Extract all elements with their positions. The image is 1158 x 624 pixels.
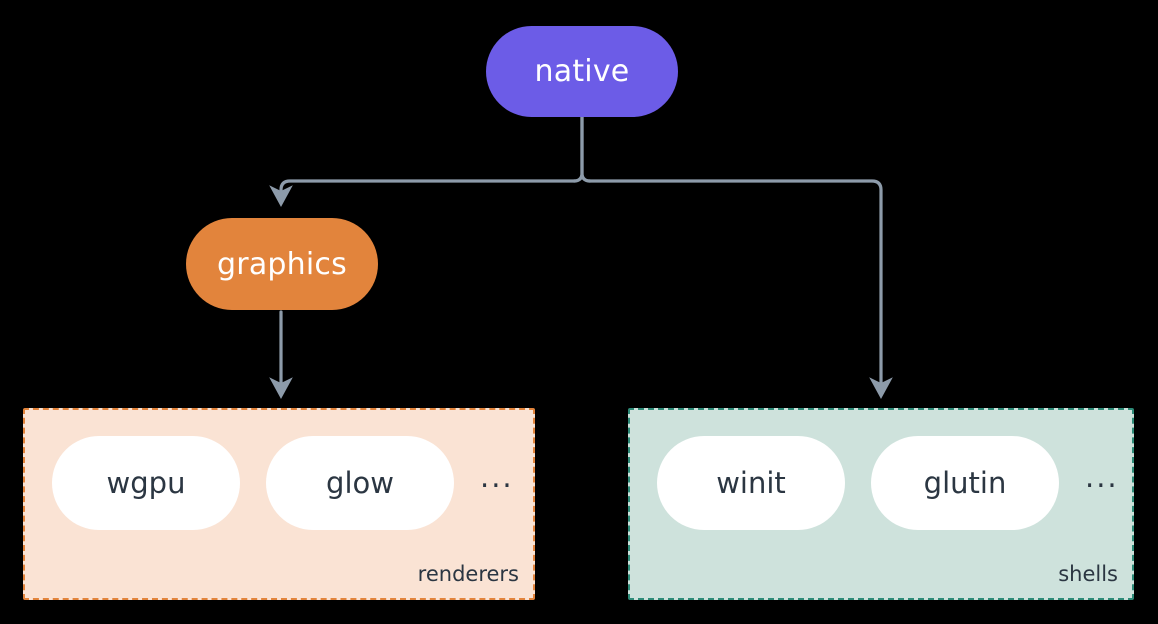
shells-item-row: winit glutin ... — [657, 436, 1119, 530]
node-graphics-label: graphics — [217, 246, 347, 282]
node-native-label: native — [534, 54, 630, 89]
leaf-winit-label: winit — [716, 466, 786, 500]
edge-native-trunk — [572, 115, 584, 183]
renderers-more-indicator: ... — [480, 460, 514, 494]
node-native[interactable]: native — [486, 26, 678, 117]
group-renderers: wgpu glow ... renderers — [23, 408, 535, 600]
group-shells: winit glutin ... shells — [628, 408, 1134, 600]
leaf-glutin[interactable]: glutin — [871, 436, 1059, 530]
group-renderers-label: renderers — [417, 562, 519, 586]
edge-native-to-graphics — [269, 179, 577, 208]
leaf-wgpu-label: wgpu — [106, 466, 186, 500]
edge-native-trunk-right — [580, 115, 592, 183]
node-graphics[interactable]: graphics — [186, 218, 378, 310]
leaf-glow[interactable]: glow — [266, 436, 454, 530]
edge-native-to-shells — [587, 179, 893, 400]
leaf-glow-label: glow — [326, 466, 394, 500]
leaf-wgpu[interactable]: wgpu — [52, 436, 240, 530]
group-shells-label: shells — [1058, 562, 1118, 586]
shells-more-indicator: ... — [1085, 460, 1119, 494]
renderers-item-row: wgpu glow ... — [52, 436, 514, 530]
leaf-winit[interactable]: winit — [657, 436, 845, 530]
leaf-glutin-label: glutin — [923, 466, 1007, 500]
